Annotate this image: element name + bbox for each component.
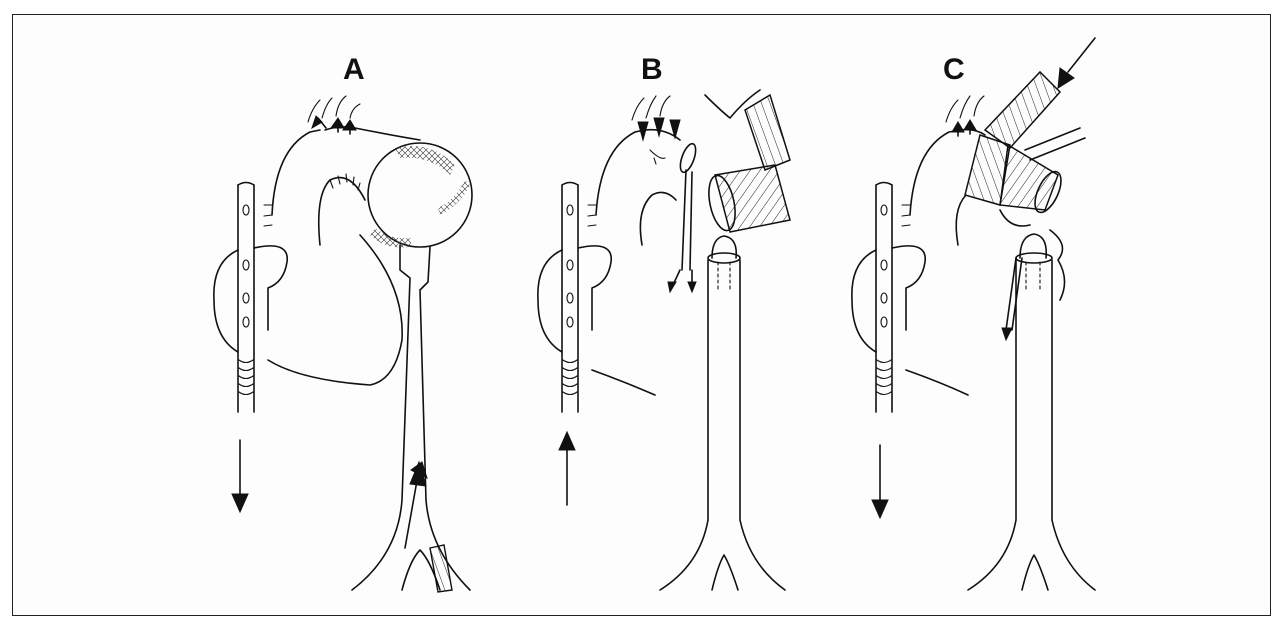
panel-a-venous-cannula [238, 183, 254, 413]
panel-b-venous-cannula [562, 183, 578, 413]
panel-c-arrow-in [1068, 38, 1095, 72]
panel-a-atrium [214, 250, 238, 352]
panel-c-drawing [852, 38, 1095, 590]
panel-a-heart [268, 235, 402, 385]
panel-c-vascular-graft [965, 72, 1085, 226]
panel-b-vascular-graft [704, 90, 790, 233]
panel-b-descending-aorta [660, 260, 708, 590]
panel-a-drawing [214, 96, 472, 592]
panel-a-descending-aorta [352, 245, 410, 590]
panel-b-drawing [538, 90, 790, 590]
panel-a-aortic-arch [272, 130, 320, 215]
panel-c-venous-cannula [876, 183, 892, 413]
panel-a-femoral-cannula [430, 545, 452, 592]
